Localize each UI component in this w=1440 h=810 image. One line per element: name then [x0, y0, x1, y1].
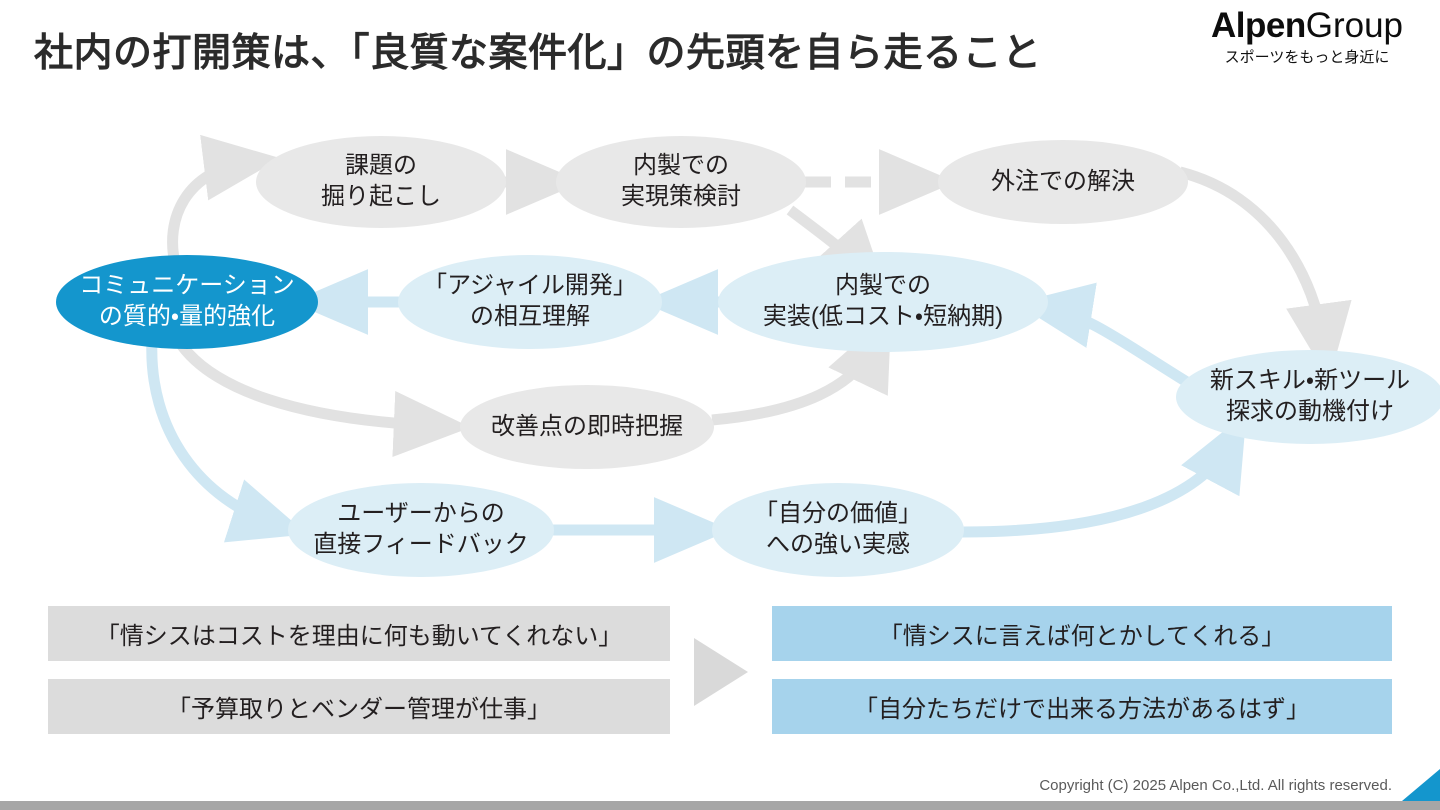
page-title: 社内の打開策は、「良質な案件化」の先頭を自ら走ること — [34, 32, 1042, 75]
node-agile-understanding-line-2: の相互理解 — [470, 303, 590, 330]
logo-alpen-text: Alpen — [1210, 6, 1306, 45]
node-new-skills-line-1: 新スキル・新ツール — [1209, 367, 1411, 395]
node-inhouse-study-line-2: 実現策検討 — [621, 183, 741, 210]
logo-tagline: スポーツをもっと身近に — [1224, 49, 1390, 66]
node-self-value[interactable]: 「自分の価値」 への強い実感 — [712, 483, 964, 577]
node-communication-line-2: の質的・量的強化 — [98, 303, 276, 330]
node-inhouse-study[interactable]: 内製での 実現策検討 — [556, 136, 806, 228]
node-outsourced-line-1: 外注での解決 — [991, 167, 1135, 195]
node-self-value-line-1: 「自分の価値」 — [754, 500, 922, 528]
node-issue-discovery[interactable]: 課題の 掘り起こし — [256, 136, 506, 228]
node-agile-understanding-line-1: 「アジャイル開発」 — [423, 272, 637, 300]
cycle-diagram: 課題の 掘り起こし 内製での 実現策検討 外注での解決 コミュニケーション の質… — [0, 100, 1440, 590]
node-outsourced[interactable]: 外注での解決 — [938, 140, 1188, 224]
node-self-value-line-2: への強い実感 — [766, 531, 910, 558]
node-issue-discovery-line-2: 掘り起こし — [321, 183, 441, 210]
edge-outsourced-to-new-skills — [1178, 166, 1352, 381]
node-communication[interactable]: コミュニケーション の質的・量的強化 — [56, 255, 318, 349]
node-inhouse-build[interactable]: 内製での 実装(低コスト・短納期) — [718, 252, 1048, 352]
node-improvement-grasp-line-1: 改善点の即時把握 — [491, 412, 683, 440]
before-box-1-label: 「情シスはコストを理由に何も動いてくれない」 — [95, 623, 623, 650]
edge-new-skills-to-inhouse-build — [1015, 282, 1203, 395]
edge-improvement-grasp-to-inhouse-build — [711, 312, 892, 426]
before-box-2-label: 「予算取りとベンダー管理が仕事」 — [167, 696, 551, 723]
logo-wordmark: AlpenGroup — [1182, 6, 1432, 46]
brand-logo: AlpenGroup スポーツをもっと身近に — [1182, 6, 1432, 68]
after-box-2[interactable]: 「自分たちだけで出来る方法があるはず」 — [772, 679, 1392, 734]
transition-arrow-icon — [694, 638, 748, 706]
edge-communication-to-improvement-grasp — [173, 336, 471, 457]
copyright-text: Copyright (C) 2025 Alpen Co.,Ltd. All ri… — [1039, 777, 1392, 794]
node-user-feedback-line-1: ユーザーからの — [337, 500, 505, 528]
node-user-feedback[interactable]: ユーザーからの 直接フィードバック — [288, 483, 554, 577]
after-box-1[interactable]: 「情シスに言えば何とかしてくれる」 — [772, 606, 1392, 661]
edge-self-value-to-new-skills — [961, 412, 1247, 538]
node-user-feedback-line-2: 直接フィードバック — [313, 531, 529, 558]
node-inhouse-build-line-2: 実装(低コスト・短納期) — [762, 303, 1004, 330]
after-box-1-label: 「情シスに言えば何とかしてくれる」 — [878, 623, 1286, 650]
logo-group-text: Group — [1305, 6, 1403, 45]
node-inhouse-build-line-1: 内製での — [835, 272, 931, 300]
before-box-2[interactable]: 「予算取りとベンダー管理が仕事」 — [48, 679, 670, 734]
node-agile-understanding[interactable]: 「アジャイル開発」 の相互理解 — [398, 255, 662, 349]
before-box-1[interactable]: 「情シスはコストを理由に何も動いてくれない」 — [48, 606, 670, 661]
after-box-2-label: 「自分たちだけで出来る方法があるはず」 — [854, 696, 1310, 723]
footer-bar — [0, 801, 1440, 810]
node-improvement-grasp[interactable]: 改善点の即時把握 — [460, 385, 714, 469]
before-after-comparison: 「情シスはコストを理由に何も動いてくれない」 「予算取りとベンダー管理が仕事」 … — [0, 596, 1440, 751]
node-new-skills-line-2: 探求の動機付け — [1225, 398, 1394, 425]
node-inhouse-study-line-1: 内製での — [633, 152, 729, 180]
edge-communication-to-issue-discovery — [167, 134, 281, 265]
node-new-skills[interactable]: 新スキル・新ツール 探求の動機付け — [1176, 350, 1440, 444]
footer-corner-accent — [1402, 769, 1440, 801]
edge-communication-to-user-feedback — [146, 339, 308, 543]
node-communication-line-1: コミュニケーション — [79, 272, 295, 300]
node-issue-discovery-line-1: 課題の — [345, 152, 417, 180]
